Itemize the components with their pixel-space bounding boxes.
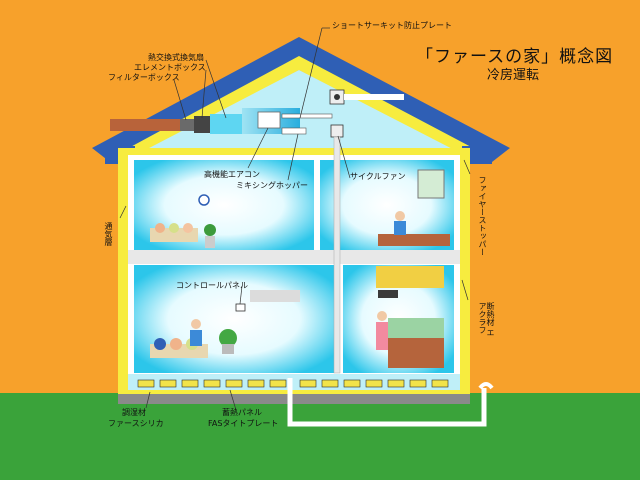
label-fas-tight-plate: FASタイトプレート bbox=[208, 419, 279, 428]
heat-exchange-fan-body bbox=[210, 114, 242, 134]
wall-clock bbox=[198, 194, 210, 206]
label-element-box: エレメントボックス bbox=[134, 63, 206, 72]
exhaust-duct-outer bbox=[110, 119, 180, 131]
label-fars-silica: ファースシリカ bbox=[108, 419, 164, 428]
ground bbox=[0, 393, 640, 480]
element-box bbox=[194, 116, 210, 133]
sofa-lower bbox=[150, 338, 208, 358]
label-high-perf-aircon: 高機能エアコン bbox=[204, 170, 260, 179]
top-duct bbox=[344, 94, 404, 100]
aircon-unit bbox=[257, 111, 281, 129]
leader-lines bbox=[119, 27, 471, 411]
label-filter-box: フィルターボックス bbox=[108, 73, 180, 82]
kitchen-cabinets bbox=[376, 266, 444, 288]
label-humidity-material: 調湿材 bbox=[122, 408, 146, 417]
ground-pipe bbox=[287, 378, 487, 427]
label-insulation-aircrafter: 断熱材 エアクラフ bbox=[478, 302, 495, 337]
plant-upper bbox=[205, 236, 215, 248]
mixing-hopper bbox=[281, 127, 307, 135]
diagram-title: 「ファースの家」概念図 bbox=[416, 47, 614, 67]
control-panel-device bbox=[235, 303, 246, 312]
kitchen-backsplash bbox=[388, 318, 444, 338]
kitchen-counter bbox=[388, 338, 444, 368]
sofa-upper bbox=[150, 223, 198, 242]
short-circuit-plate bbox=[281, 113, 333, 119]
label-heat-exchange-fan: 熱交換式換気扇 bbox=[148, 53, 204, 62]
label-mixing-hopper: ミキシングホッパー bbox=[236, 181, 308, 190]
window-upper-right bbox=[417, 169, 445, 199]
label-cycle-fan: サイクルファン bbox=[350, 172, 406, 181]
label-short-circuit-plate: ショートサーキット防止プレート bbox=[332, 21, 452, 30]
heat-storage-panels bbox=[137, 379, 449, 388]
filter-box bbox=[180, 119, 194, 131]
foundation bbox=[118, 392, 470, 404]
cycle-fan-box bbox=[330, 124, 344, 138]
second-floor-slab bbox=[128, 250, 460, 264]
label-ventilation-layer: 通気層 bbox=[104, 222, 113, 246]
range-hood bbox=[378, 290, 398, 298]
diagram-subtitle: 冷房運転 bbox=[487, 68, 540, 83]
lamp-shade bbox=[250, 290, 300, 302]
label-heat-storage-panel: 蓄熱パネル bbox=[222, 408, 262, 417]
label-fire-stopper: ファイヤーストッパー bbox=[478, 176, 487, 256]
vertical-duct bbox=[333, 136, 341, 374]
bed bbox=[378, 234, 450, 246]
label-control-panel: コントロールパネル bbox=[176, 281, 248, 290]
